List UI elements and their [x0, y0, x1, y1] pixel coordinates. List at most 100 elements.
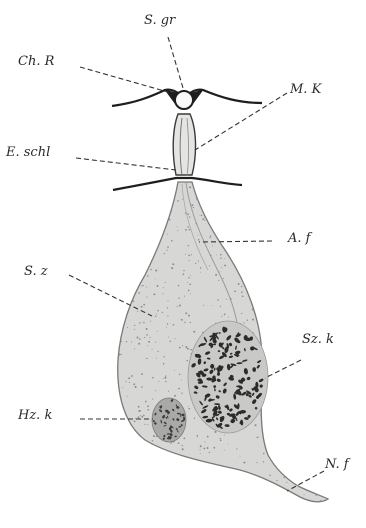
stipple-dot [135, 418, 136, 419]
stipple-dot [221, 267, 222, 268]
stipple-dot [158, 381, 159, 382]
stipple-dot [167, 250, 168, 251]
stipple-dot [189, 229, 191, 231]
stipple-dot [134, 421, 136, 423]
stipple-dot [167, 315, 168, 316]
stipple-dot [190, 293, 191, 294]
stipple-dot [187, 226, 188, 227]
stipple-dot [134, 325, 135, 326]
stipple-dot [191, 204, 193, 206]
stipple-dot [218, 280, 219, 281]
stipple-dot [215, 431, 217, 433]
stipple-dot [199, 449, 200, 450]
stipple-dot [191, 254, 192, 255]
stipple-dot [152, 377, 154, 379]
stipple-dot [224, 258, 225, 259]
label-ch-r: Ch. R [18, 55, 54, 68]
stipple-dot [174, 395, 176, 397]
stipple-dot [263, 461, 264, 462]
stipple-dot [165, 375, 166, 376]
stipple-dot [144, 424, 145, 425]
stipple-dot [127, 327, 128, 328]
stipple-dot [286, 482, 287, 483]
stipple-dot [185, 312, 187, 314]
stipple-dot [147, 409, 149, 411]
stipple-dot [198, 261, 199, 262]
stipple-dot [165, 381, 166, 382]
stipple-dot [128, 377, 130, 379]
stipple-dot [168, 391, 169, 392]
stipple-dot [185, 229, 187, 231]
stipple-dot [189, 260, 190, 261]
stipple-dot [163, 287, 164, 288]
stipple-dot [133, 301, 135, 303]
stipple-dot [250, 300, 251, 301]
stipple-dot [224, 450, 225, 451]
stipple-dot [167, 300, 168, 301]
stipple-dot [256, 462, 257, 463]
stipple-dot [200, 453, 201, 454]
stipple-dot [252, 309, 254, 311]
label-n-f: N. f [325, 458, 349, 471]
stipple-dot [177, 230, 178, 231]
stipple-dot [189, 186, 191, 188]
stipple-dot [209, 237, 210, 238]
stipple-dot [212, 246, 213, 247]
stipple-dot [212, 305, 213, 306]
stipple-dot [155, 390, 156, 391]
stipple-dot [284, 477, 285, 478]
stipple-dot [181, 393, 182, 394]
stipple-dot [220, 438, 221, 439]
stipple-dot [172, 263, 174, 265]
stipple-dot [252, 319, 254, 321]
stipple-dot [220, 257, 221, 258]
stipple-dot [210, 235, 211, 236]
stipple-dot [263, 453, 265, 455]
stipple-dot [138, 406, 140, 408]
stipple-dot [140, 415, 141, 416]
stipple-dot [179, 374, 180, 375]
stipple-dot [181, 380, 182, 381]
stipple-dot [150, 321, 151, 322]
stipple-dot [183, 270, 184, 271]
stipple-dot [165, 282, 166, 283]
label-hz-k: Hz. k [18, 409, 52, 422]
stipple-dot [234, 291, 236, 293]
stipple-dot [193, 207, 194, 208]
stipple-dot [157, 351, 158, 352]
stipple-dot [174, 370, 175, 371]
stipple-dot [241, 291, 243, 293]
stipple-dot [204, 220, 205, 221]
stipple-dot [213, 447, 215, 449]
stipple-dot [176, 306, 177, 307]
stipple-dot [183, 273, 185, 275]
stipple-dot [167, 246, 169, 248]
stipple-dot [184, 322, 185, 323]
stipple-dot [188, 290, 190, 292]
stipple-dot [220, 254, 222, 256]
stipple-dot [177, 200, 179, 202]
stipple-dot [171, 267, 173, 269]
stipple-dot [138, 416, 140, 418]
stipple-dot [190, 322, 191, 323]
stipple-dot [131, 375, 133, 377]
stipple-dot [134, 348, 135, 349]
stipple-dot [171, 210, 172, 211]
stipple-dot [189, 216, 190, 217]
stipple-dot [215, 274, 217, 276]
stipple-dot [200, 445, 202, 447]
stipple-dot [138, 410, 140, 412]
stipple-dot [142, 285, 143, 286]
stipple-dot [203, 305, 204, 306]
stipple-dot [204, 441, 205, 442]
stipple-dot [164, 377, 166, 379]
stipple-dot [196, 198, 198, 200]
stipple-dot [210, 255, 211, 256]
granule [240, 410, 246, 414]
stipple-dot [135, 386, 137, 388]
stipple-dot [182, 445, 183, 446]
stipple-dot [198, 234, 199, 235]
stipple-dot [315, 495, 316, 496]
leader-n-f [287, 471, 324, 491]
